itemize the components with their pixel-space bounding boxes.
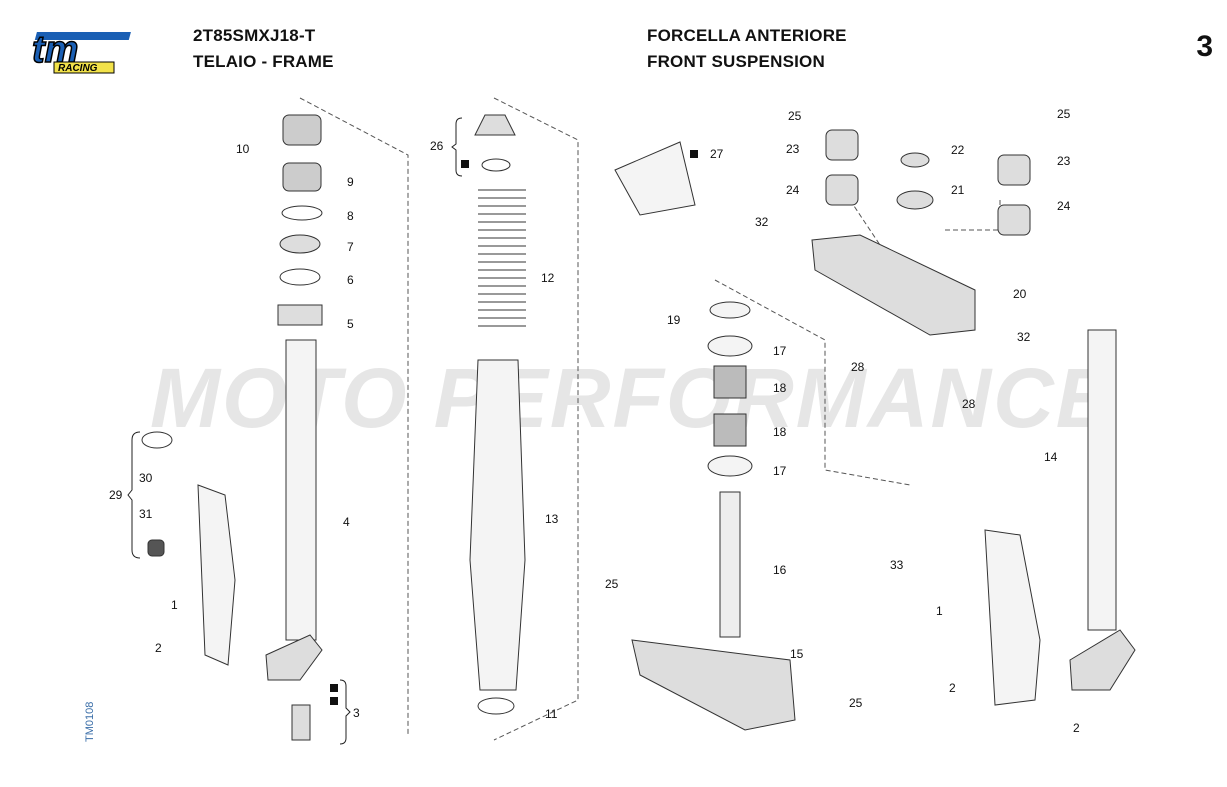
callout-label: 7 xyxy=(347,240,354,254)
callout-label: 8 xyxy=(347,209,354,223)
callout-label: 27 xyxy=(710,147,724,161)
callout-label: 4 xyxy=(343,515,350,529)
callout-label: 21 xyxy=(951,183,965,197)
section-title-it: FORCELLA ANTERIORE xyxy=(647,26,847,45)
callout-label: 33 xyxy=(890,558,904,572)
callout-label: 30 xyxy=(139,471,153,485)
spring-12 xyxy=(478,189,526,327)
callout-label: 6 xyxy=(347,273,354,287)
drawing-code: TM0108 xyxy=(84,701,96,742)
model-code: 2T85SMXJ18-T xyxy=(193,26,316,45)
oring-26 xyxy=(481,158,511,172)
callout-label: 3 xyxy=(353,706,360,720)
steering-stem xyxy=(631,301,796,731)
callout-label: 31 xyxy=(139,507,153,521)
callout-label: 24 xyxy=(786,183,800,197)
fork-foot-right xyxy=(1069,629,1136,691)
callout-label: 22 xyxy=(951,143,965,157)
callout-label: 25 xyxy=(849,696,863,710)
kit-markers xyxy=(330,150,698,705)
callout-label: 23 xyxy=(1057,154,1071,168)
seals-5-10 xyxy=(277,114,323,326)
callout-label: 18 xyxy=(773,425,787,439)
tm-racing-logo: tm RACING xyxy=(30,28,134,76)
callout-label: 24 xyxy=(1057,199,1071,213)
decal-27 xyxy=(614,141,696,216)
callout-label: 23 xyxy=(786,142,800,156)
callout-label: 1 xyxy=(171,598,178,612)
svg-text:RACING: RACING xyxy=(58,63,98,74)
circlip-11 xyxy=(477,697,515,715)
callout-label: 5 xyxy=(347,317,354,331)
callout-label: 32 xyxy=(755,215,769,229)
fork-guard-1-right xyxy=(984,529,1041,706)
callout-label: 18 xyxy=(773,381,787,395)
callout-label: 17 xyxy=(773,464,787,478)
callout-label: 11 xyxy=(545,707,558,721)
callout-label: 28 xyxy=(851,360,865,374)
fork-guard-1 xyxy=(197,484,236,666)
callout-label: 25 xyxy=(1057,107,1071,121)
cap-31 xyxy=(147,539,165,557)
callout-label: 12 xyxy=(541,271,555,285)
fork-tube-14 xyxy=(1087,329,1117,631)
callout-label: 25 xyxy=(788,109,802,123)
callout-label: 17 xyxy=(773,344,787,358)
clamp-24 xyxy=(825,174,859,206)
callout-label: 2 xyxy=(949,681,956,695)
callout-label: 10 xyxy=(236,142,250,156)
callout-label: 2 xyxy=(155,641,162,655)
callout-label: 29 xyxy=(109,488,123,502)
callout-label: 26 xyxy=(430,139,444,153)
callout-label: 32 xyxy=(1017,330,1031,344)
callout-label: 20 xyxy=(1013,287,1027,301)
plug-22 xyxy=(900,152,930,168)
nut-21 xyxy=(896,190,934,210)
top-clamp-20 xyxy=(811,234,976,336)
group-title: TELAIO - FRAME xyxy=(193,52,334,71)
callout-label: 13 xyxy=(545,512,559,526)
callout-label: 14 xyxy=(1044,450,1058,464)
clamp-23b xyxy=(997,154,1031,186)
fork-tube-4 xyxy=(265,339,323,741)
callout-label: 28 xyxy=(962,397,976,411)
section-title-en: FRONT SUSPENSION xyxy=(647,52,825,71)
callout-label: 9 xyxy=(347,175,354,189)
clamp-23 xyxy=(825,129,859,161)
group-brackets xyxy=(127,117,463,745)
page-number: 3 xyxy=(1196,30,1213,63)
callout-label: 19 xyxy=(667,313,681,327)
callout-label: 2 xyxy=(1073,721,1080,735)
fork-tube-13 xyxy=(469,359,526,691)
clamp-30 xyxy=(141,431,173,449)
callout-label: 15 xyxy=(790,647,804,661)
cap-26 xyxy=(474,114,516,136)
callout-label: 25 xyxy=(605,577,619,591)
callout-label: 16 xyxy=(773,563,787,577)
clamp-24b xyxy=(997,204,1031,236)
logo-graphic: tm RACING xyxy=(31,28,131,74)
callout-label: 1 xyxy=(936,604,943,618)
